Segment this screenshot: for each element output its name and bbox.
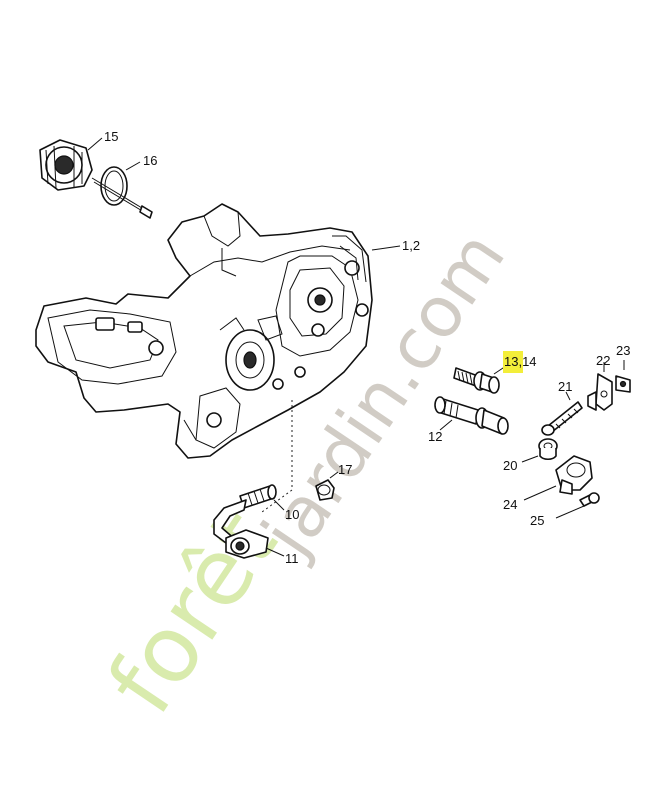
part-16-oring-hose <box>91 161 153 219</box>
callout-21: 21 <box>558 379 572 394</box>
part-15-oil-pump <box>39 137 103 191</box>
assembly-line-oil-hose <box>261 400 293 513</box>
callout-12: 12 <box>428 429 442 444</box>
part-24-chain-catcher <box>523 455 593 501</box>
callout-15: 15 <box>104 129 118 144</box>
part-13-14-stud <box>453 365 507 394</box>
part-1-2-crankcase <box>35 203 401 459</box>
callout-13-14: 13,14 <box>504 354 537 369</box>
part-12-collar-stud <box>434 396 509 435</box>
part-20-washer <box>521 438 558 463</box>
callout-labels: 15 16 1,2 13,14 22 23 21 12 20 17 10 24 … <box>104 129 630 566</box>
part-21-screw <box>541 391 583 436</box>
callout-11: 11 <box>285 551 299 566</box>
part-23-nut <box>615 360 631 393</box>
callout-25: 25 <box>530 513 544 528</box>
callout-22: 22 <box>596 353 610 368</box>
part-25-screw <box>555 492 600 519</box>
callout-1-2: 1,2 <box>402 238 420 253</box>
part-11-oil-hose <box>213 499 285 559</box>
callout-16: 16 <box>143 153 157 168</box>
callout-13-14-highlight <box>503 351 523 373</box>
callout-24: 24 <box>503 497 517 512</box>
part-22-bracket <box>587 362 613 411</box>
callout-17: 17 <box>338 462 352 477</box>
callout-23: 23 <box>616 343 630 358</box>
callout-20: 20 <box>503 458 517 473</box>
part-17-grommet <box>315 471 339 501</box>
callout-10: 10 <box>285 507 299 522</box>
